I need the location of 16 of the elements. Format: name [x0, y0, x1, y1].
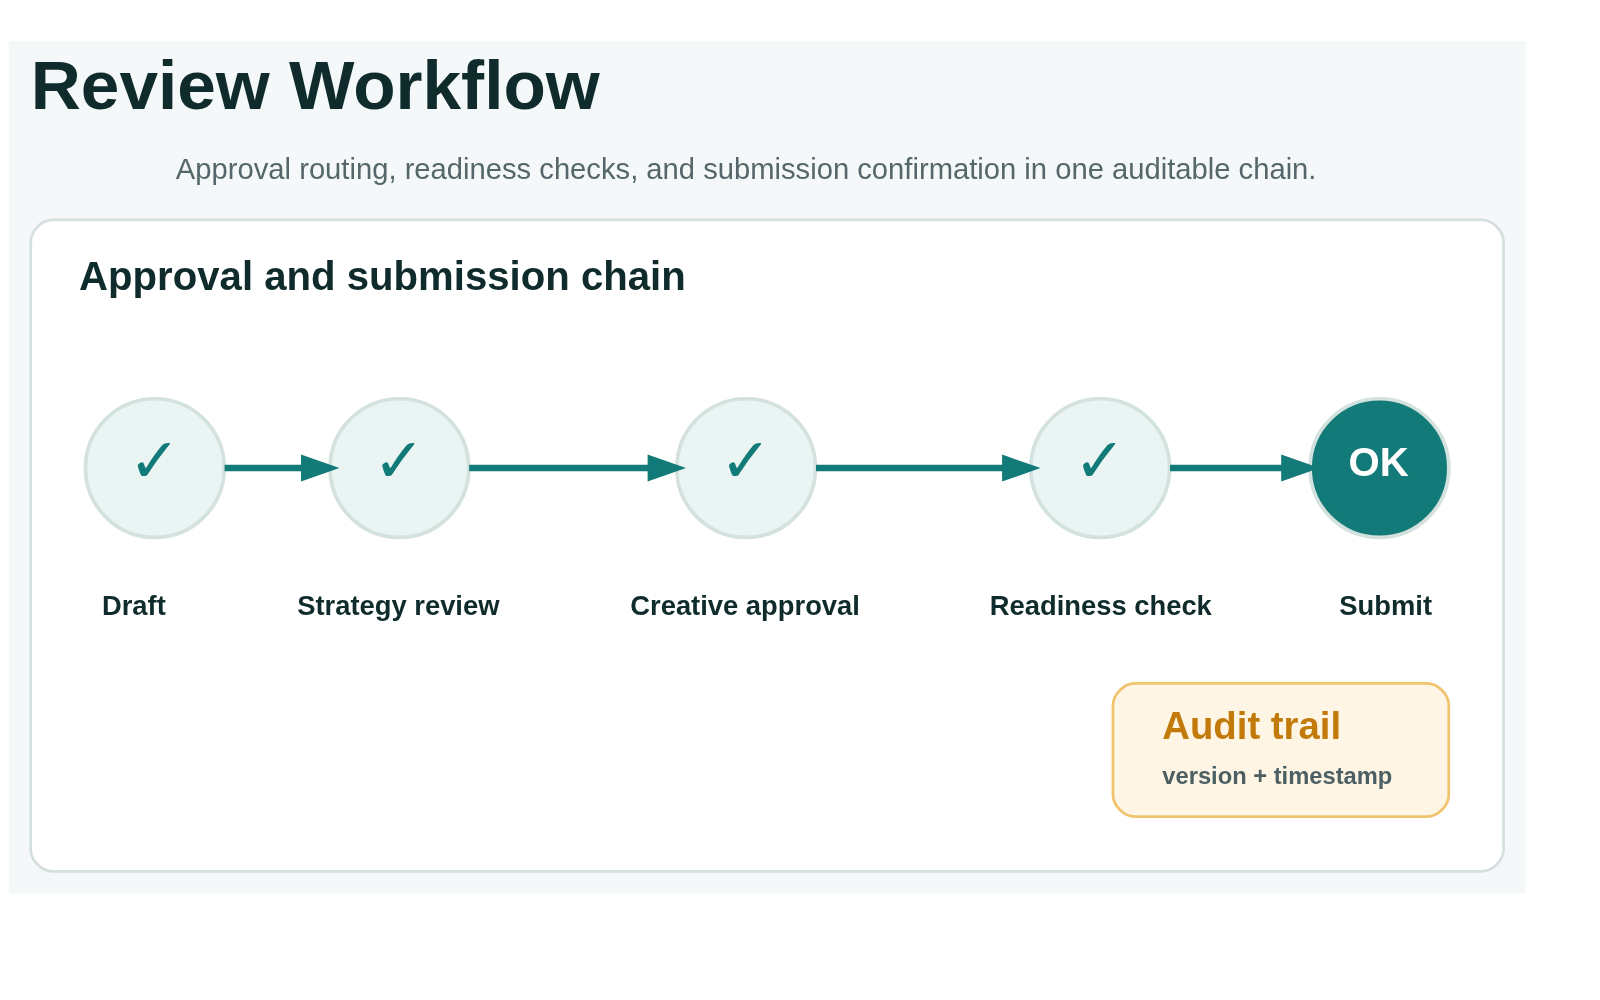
arrow [469, 454, 687, 482]
node-label: Strategy review [297, 589, 500, 621]
diagram-title: Review Workflow [30, 46, 600, 125]
node-label: Readiness check [989, 589, 1212, 621]
node-box: Audit trail version + timestamp [1111, 682, 1451, 818]
arrow [816, 454, 1041, 482]
node-circle: OK [1308, 396, 1451, 540]
node-label: Creative approval [630, 589, 860, 621]
node-label: Submit [1339, 589, 1433, 621]
node-circle: ✓ [675, 396, 818, 540]
node-circle: ✓ [1029, 396, 1172, 540]
node-circle: ✓ [83, 396, 227, 540]
label: Approval routing, readiness checks, and submission confirmation in one auditable chain. [175, 153, 1317, 186]
arrow [224, 454, 340, 482]
node-label: Draft [101, 589, 166, 621]
node-circle: ✓ [328, 396, 471, 540]
